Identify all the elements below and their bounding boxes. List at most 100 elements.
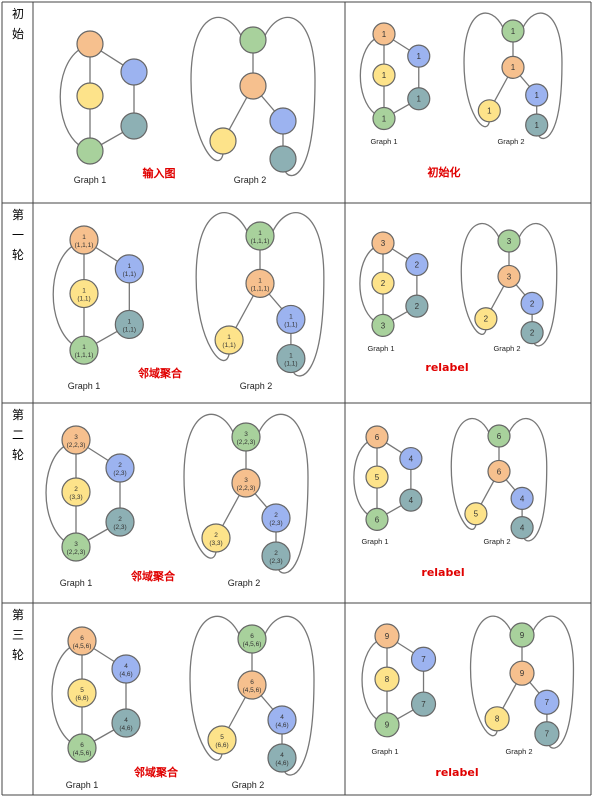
graph-node: 1	[372, 63, 396, 87]
graph-node: 6(4,5,6)	[237, 624, 267, 654]
node-label: 8	[495, 715, 500, 724]
graph-node	[239, 72, 267, 100]
node-circle	[365, 507, 389, 531]
node-label: 4	[280, 714, 284, 721]
graph-node: 1	[501, 19, 525, 43]
outer-loop-edge-left	[195, 212, 248, 361]
node-sublabel: (1,1)	[284, 361, 297, 368]
outer-loop-edge-right	[508, 417, 548, 542]
graph-node: 7	[534, 689, 560, 715]
graph-node: 3(2,2,3)	[61, 425, 91, 455]
node-circle	[534, 689, 560, 715]
node-label: 6	[250, 679, 254, 686]
graph-node: 8	[484, 706, 510, 732]
node-label: 7	[545, 698, 550, 707]
outer-loop-edge	[52, 245, 73, 345]
outer-loop-edge-right	[258, 413, 309, 574]
graph-node: 2(3,3)	[201, 523, 231, 553]
node-circle	[269, 145, 297, 173]
node-label: 2	[484, 315, 489, 324]
node-circle	[534, 721, 560, 747]
graph-node: 9	[374, 623, 400, 649]
graph-node: 1	[407, 87, 431, 111]
node-circle	[245, 221, 275, 251]
node-label: 1	[382, 71, 387, 80]
node-label: 1	[227, 334, 231, 341]
node-sublabel: (1,1)	[222, 342, 235, 349]
node-sublabel: (6,6)	[75, 695, 88, 702]
node-circle	[114, 309, 144, 340]
node-circle	[67, 678, 97, 708]
node-sublabel: (2,2,3)	[67, 442, 86, 449]
node-label: 1	[82, 234, 86, 241]
node-sublabel: (1,1,1)	[251, 285, 270, 292]
node-circle	[372, 63, 396, 87]
graph-node: 2(2,3)	[105, 507, 135, 537]
outer-loop-edge	[361, 640, 378, 720]
node-circle	[520, 321, 544, 345]
node-label: 1	[511, 27, 516, 36]
node-circle	[276, 343, 306, 374]
stage-label: 第	[12, 208, 24, 222]
left-panel: 6(4,5,6)5(6,6)6(4,5,6)4(4,6)4(4,6)6(4,5,…	[51, 615, 315, 790]
graph-node: 2	[405, 252, 429, 277]
outer-loop-edge-left	[189, 615, 240, 761]
node-circle	[371, 313, 395, 337]
node-label: 6	[375, 515, 380, 524]
node-circle	[105, 453, 135, 483]
stage-label: 第	[12, 408, 24, 422]
node-circle	[371, 231, 395, 255]
outer-loop-edge	[51, 646, 71, 743]
node-sublabel: (4,5,6)	[73, 643, 92, 650]
node-label: 5	[220, 734, 224, 741]
node-circle	[214, 325, 244, 355]
graph-node: 5	[464, 502, 488, 526]
node-label: 1	[382, 30, 387, 39]
node-label: 5	[375, 473, 380, 482]
graph-node: 1(1,1)	[69, 278, 99, 309]
graph-node	[269, 107, 297, 135]
node-circle	[69, 278, 99, 309]
graph-node: 4	[399, 446, 423, 471]
outer-loop-edge	[359, 247, 375, 321]
left-panel: 3(2,2,3)2(3,3)3(2,2,3)2(2,3)2(2,3)3(2,2,…	[45, 413, 309, 588]
outer-loop-edge-left	[463, 12, 504, 128]
outer-loop-edge-left	[450, 417, 490, 531]
node-circle	[374, 623, 400, 649]
graph-node	[120, 58, 148, 86]
stage-label: 二	[12, 428, 24, 442]
step-caption: 邻域聚合	[130, 569, 176, 583]
node-circle	[405, 294, 429, 318]
graph-node: 6(4,5,6)	[67, 733, 97, 763]
node-circle	[501, 55, 525, 79]
graph-node: 2	[405, 294, 429, 318]
graph-node: 4(4,6)	[267, 705, 297, 735]
graph1-label: Graph 1	[371, 747, 398, 756]
graph-node: 4	[510, 516, 534, 540]
graph2-label: Graph 2	[234, 175, 267, 185]
node-sublabel: (1,1,1)	[75, 242, 94, 249]
graph1-label: Graph 1	[74, 175, 107, 185]
outer-loop-edge-left	[190, 17, 242, 162]
node-label: 3	[244, 431, 248, 438]
node-circle	[497, 264, 521, 289]
node-circle	[474, 307, 498, 331]
node-circle	[525, 113, 549, 137]
node-circle	[69, 225, 99, 255]
node-sublabel: (4,6)	[275, 722, 288, 729]
node-sublabel: (4,5,6)	[243, 641, 262, 648]
node-label: 5	[80, 687, 84, 694]
graph-node: 6(4,5,6)	[237, 670, 267, 700]
graph-node: 4	[510, 486, 534, 510]
node-label: 3	[507, 237, 512, 246]
node-circle	[237, 670, 267, 700]
graph-node: 2(2,3)	[105, 453, 135, 483]
node-circle	[399, 488, 423, 512]
node-circle	[405, 252, 429, 277]
node-circle	[509, 622, 535, 648]
step-caption: 初始化	[428, 165, 461, 179]
node-circle	[487, 424, 511, 448]
graph2-label: Graph 2	[497, 137, 524, 146]
node-circle	[269, 107, 297, 135]
